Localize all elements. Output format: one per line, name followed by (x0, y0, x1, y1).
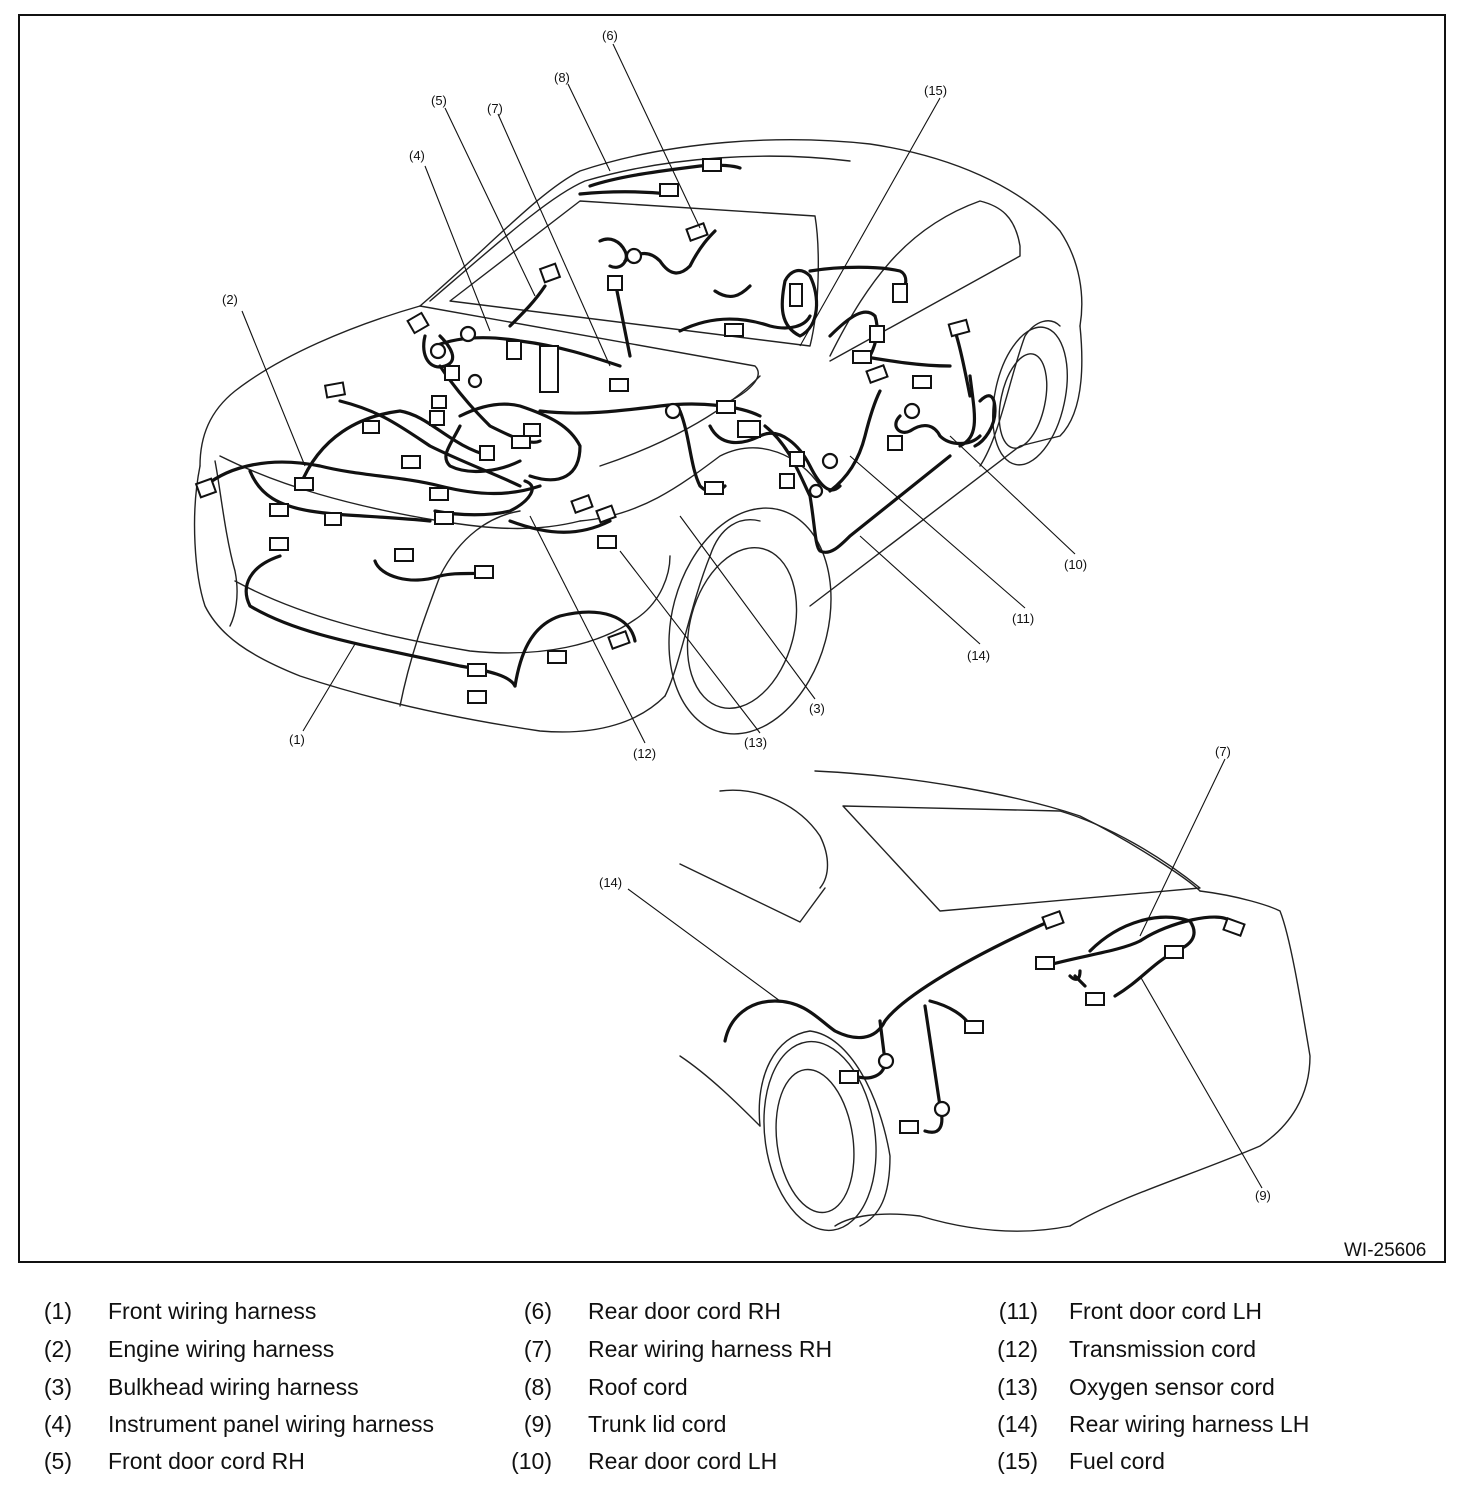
legend-num: (7) (523, 1336, 552, 1362)
front-leader-lines (241, 43, 1076, 744)
callout-10: (10) (1064, 557, 1087, 572)
legend-name: Front door cord LH (1069, 1298, 1263, 1324)
rear-leader-lines (627, 758, 1263, 1189)
callout-1: (1) (289, 732, 305, 747)
legend: (1) Front wiring harness (2) Engine wiri… (0, 1292, 1472, 1482)
callout-15: (15) (924, 83, 947, 98)
legend-num: (12) (997, 1336, 1038, 1362)
rear-callout-9: (9) (1255, 1188, 1271, 1203)
figure-id: WI-25606 (1344, 1240, 1426, 1261)
callout-8: (8) (554, 70, 570, 85)
rear-callout-7: (7) (1215, 744, 1231, 759)
front-harness-wires (203, 163, 997, 688)
callout-5: (5) (431, 93, 447, 108)
legend-name: Rear wiring harness LH (1069, 1411, 1310, 1437)
callout-3: (3) (809, 701, 825, 716)
legend-name: Fuel cord (1069, 1448, 1165, 1474)
rear-callouts: (7) (14) (9) (599, 744, 1271, 1203)
legend-num: (10) (511, 1448, 552, 1474)
callout-6: (6) (602, 28, 618, 43)
legend-num: (9) (523, 1411, 552, 1437)
front-connectors (194, 158, 971, 704)
legend-name: Front door cord RH (108, 1448, 305, 1474)
legend-name: Rear wiring harness RH (588, 1336, 833, 1362)
callout-2: (2) (222, 292, 238, 307)
legend-num: (3) (43, 1374, 72, 1400)
rear-connectors (839, 910, 1246, 1134)
legend-name: Bulkhead wiring harness (108, 1374, 359, 1400)
legend-num: (5) (43, 1448, 72, 1474)
legend-name: Roof cord (588, 1374, 688, 1400)
legend-num: (8) (523, 1374, 552, 1400)
callout-11: (11) (1012, 611, 1034, 626)
legend-name: Front wiring harness (108, 1298, 317, 1324)
callout-12: (12) (633, 746, 656, 761)
legend-name: Trunk lid cord (588, 1411, 727, 1437)
legend-num: (13) (997, 1374, 1038, 1400)
legend-name: Transmission cord (1069, 1336, 1257, 1362)
callout-4: (4) (409, 148, 425, 163)
legend-num: (4) (43, 1411, 72, 1437)
legend-num: (6) (523, 1298, 552, 1324)
wiring-diagram-svg: (1) (2) (3) (4) (5) (6) (7) (8) (10) (11… (193, 28, 1426, 1261)
legend-name: Rear door cord RH (588, 1298, 782, 1324)
rear-car-outline (679, 770, 1311, 1232)
legend-num: (15) (997, 1448, 1038, 1474)
callout-13: (13) (744, 735, 767, 750)
legend-num: (14) (997, 1411, 1038, 1437)
legend-name: Instrument panel wiring harness (108, 1411, 434, 1437)
callout-7: (7) (487, 101, 503, 116)
legend-num: (1) (43, 1298, 72, 1324)
legend-num: (2) (43, 1336, 72, 1362)
front-callouts: (1) (2) (3) (4) (5) (6) (7) (8) (10) (11… (222, 28, 1087, 761)
legend-name: Engine wiring harness (108, 1336, 335, 1362)
rear-callout-14: (14) (599, 875, 622, 890)
front-car-outline (193, 139, 1083, 735)
legend-name: Oxygen sensor cord (1069, 1374, 1275, 1400)
wiring-diagram-figure: (1) (2) (3) (4) (5) (6) (7) (8) (10) (11… (18, 14, 1446, 1263)
callout-14: (14) (967, 648, 990, 663)
legend-num: (11) (998, 1298, 1038, 1324)
legend-name: Rear door cord LH (588, 1448, 778, 1474)
